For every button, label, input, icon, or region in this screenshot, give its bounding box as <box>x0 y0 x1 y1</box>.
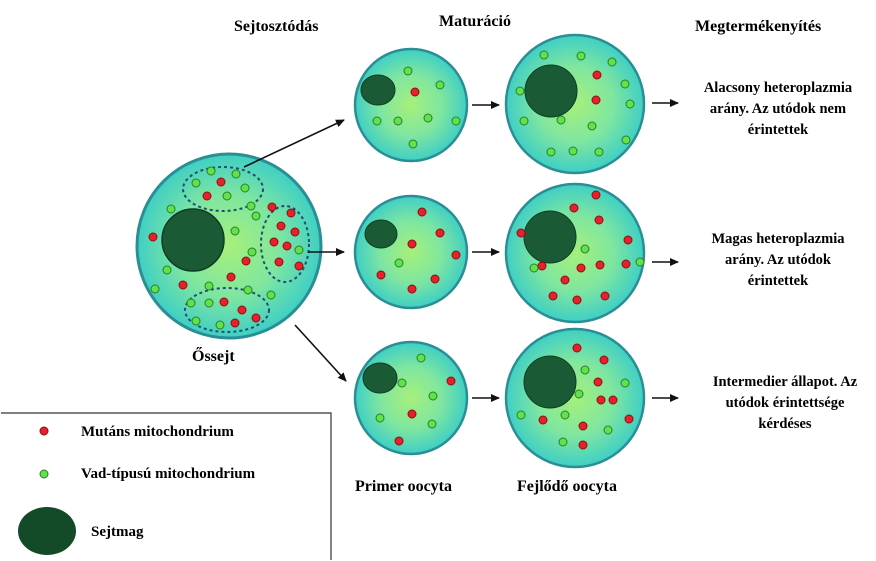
outcome-intermediate: Intermedier állapot. Az utódok érintetts… <box>713 374 858 432</box>
outcome-line: Alacsony heteroplazmia <box>704 80 853 96</box>
outcome-high-heteroplasmy: Magas heteroplazmia arány. Az utódok éri… <box>711 231 845 289</box>
outcome-line: érintettek <box>748 122 809 138</box>
outcome-line: Intermedier állapot. Az <box>713 374 858 390</box>
wildtype-mitochondrion-icon <box>40 470 48 478</box>
header-fertilization: Megtermékenyítés <box>695 18 821 35</box>
developing-oocyte-label: Fejlődő oocyta <box>517 478 617 495</box>
stem-cell-nucleus <box>162 209 224 271</box>
developing-oocyte-bottom <box>506 329 644 467</box>
primary-oocyte-label: Primer oocyta <box>355 478 452 495</box>
legend-nucleus-label: Sejtmag <box>91 524 144 540</box>
outcome-line: Magas heteroplazmia <box>711 231 845 247</box>
outcome-line: utódok érintettsége <box>726 395 845 411</box>
header-maturation: Maturáció <box>439 13 511 30</box>
legend-wildtype-label: Vad-típusú mitochondrium <box>81 466 256 482</box>
header-cell-division: Sejtosztódás <box>234 18 318 35</box>
primary-oocyte-bottom <box>355 342 467 454</box>
outcome-line: kérdéses <box>758 416 812 432</box>
arrow-stem-to-bottom <box>295 325 346 381</box>
developing-oocyte-top <box>506 35 644 173</box>
mutant-mitochondrion-icon <box>40 427 48 435</box>
outcome-line: arány. Az utódok <box>725 252 832 268</box>
primary-oocyte-top <box>355 49 467 161</box>
legend-mutant-label: Mutáns mitochondrium <box>81 424 234 440</box>
outcome-line: érintettek <box>748 273 809 289</box>
legend: Mutáns mitochondrium Vad-típusú mitochon… <box>1 413 331 560</box>
developing-oocyte-middle <box>506 184 644 322</box>
stem-cell <box>137 154 321 338</box>
stem-cell-label: Őssejt <box>192 346 235 365</box>
arrow-stem-to-top <box>244 120 344 167</box>
nucleus-icon <box>18 507 76 555</box>
outcome-line: arány. Az utódok nem <box>710 101 846 117</box>
primary-oocyte-middle <box>355 196 467 308</box>
outcome-low-heteroplasmy: Alacsony heteroplazmia arány. Az utódok … <box>704 80 853 138</box>
